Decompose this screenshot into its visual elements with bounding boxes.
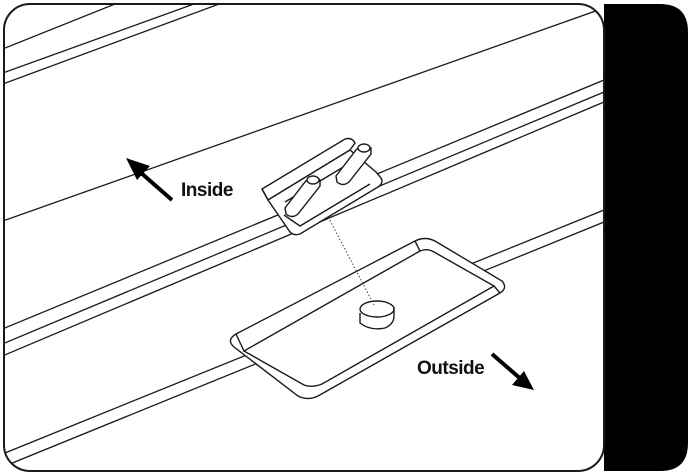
frame-border: [3, 3, 605, 472]
inside-label: Inside: [181, 180, 233, 201]
mounting-stud: [359, 300, 395, 330]
outside-label: Outside: [417, 358, 484, 379]
arrow-up-left-icon: [126, 158, 174, 202]
mounting-bracket: [261, 137, 383, 236]
arrow-down-right-icon: [490, 352, 534, 390]
side-bar: [604, 4, 688, 471]
